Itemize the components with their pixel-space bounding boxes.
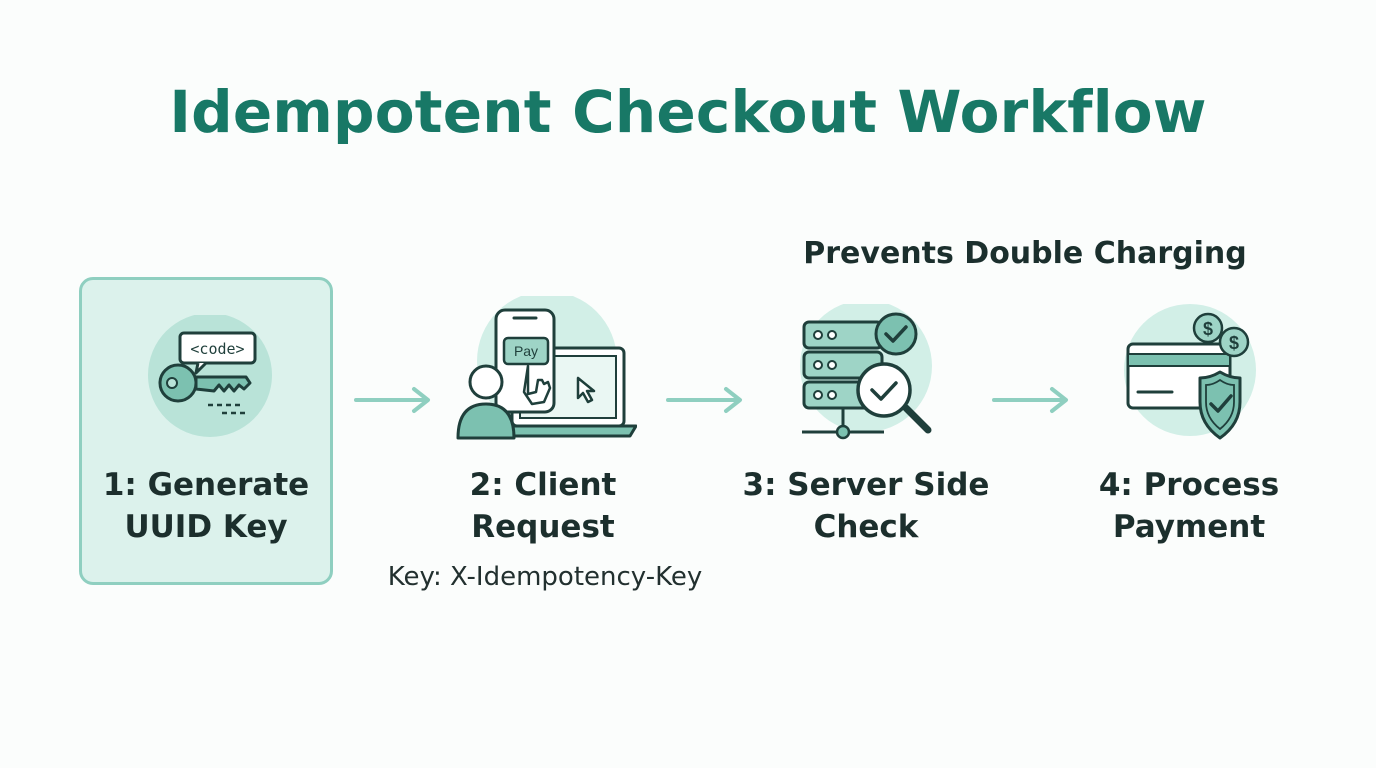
phone-pay-icon: Pay	[452, 296, 637, 446]
step-2-line-2: Request	[471, 509, 615, 545]
step-3-line-2: Check	[813, 509, 919, 545]
arrow-1-to-2	[354, 384, 434, 420]
svg-text:$: $	[1203, 319, 1213, 339]
step-4-label: 4: Process Payment	[1059, 464, 1319, 548]
svg-text:$: $	[1229, 333, 1239, 353]
step-2-line-1: 2: Client	[469, 467, 617, 503]
step-2-sublabel: Key: X-Idempotency-Key	[387, 562, 703, 592]
step-4-line-1: 4: Process	[1098, 467, 1280, 503]
card-shield-icon: $ $	[1110, 304, 1270, 444]
page-title: Idempotent Checkout Workflow	[169, 78, 1207, 146]
step-1-line-1: 1: Generate	[102, 467, 310, 503]
arrow-3-to-4	[992, 384, 1072, 420]
arrow-2-to-3	[666, 384, 746, 420]
step-1-line-2: UUID Key	[124, 509, 288, 545]
step-3-label: 3: Server Side Check	[736, 464, 996, 548]
key-code-icon: <code>	[140, 315, 280, 445]
double-charge-note: Prevents Double Charging	[803, 236, 1247, 271]
step-3-line-1: 3: Server Side	[742, 467, 990, 503]
step-1-label: 1: Generate UUID Key	[76, 464, 336, 548]
code-tag-text: <code>	[190, 340, 244, 358]
server-check-icon	[788, 304, 948, 444]
step-2-label: 2: Client Request	[413, 464, 673, 548]
step-4-line-2: Payment	[1112, 509, 1266, 545]
pay-button-text: Pay	[514, 343, 538, 359]
